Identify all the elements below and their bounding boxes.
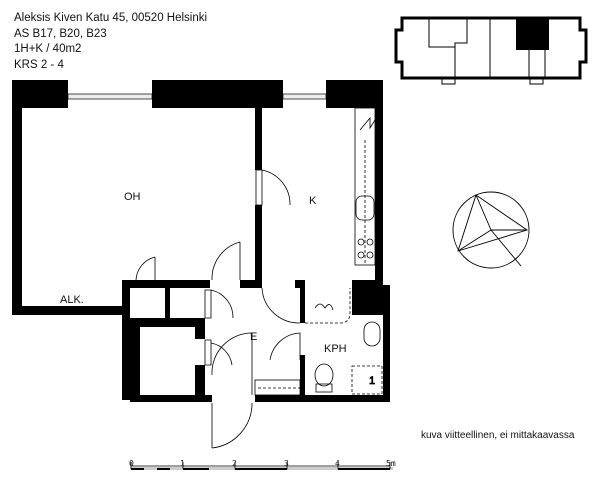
scale-bar: 0 1 2 3 4 5m: [129, 459, 396, 470]
bathroom-fixtures: 1: [305, 288, 383, 395]
key-plan: [394, 16, 588, 85]
room-label-entrance: E: [250, 331, 257, 343]
apartment-numbers: AS B17, B20, B23: [14, 27, 107, 40]
kitchen-door: [255, 169, 291, 206]
living-door: [211, 241, 241, 281]
scale-label-1: 1: [180, 459, 185, 468]
scale-label-0: 0: [129, 459, 134, 468]
address: Aleksis Kiven Katu 45, 00520 Helsinki: [14, 12, 208, 24]
shower-marker: 1: [369, 375, 375, 387]
apartment-info: Aleksis Kiven Katu 45, 00520 Helsinki AS…: [14, 11, 207, 73]
windows: [67, 93, 327, 100]
sink-icon: [355, 195, 375, 221]
room-label-kitchen: K: [309, 195, 317, 207]
kitchen-counter: [354, 107, 376, 266]
walls: [12, 80, 390, 402]
scale-label-5: 5m: [386, 459, 396, 468]
closet-door: [135, 256, 156, 281]
compass-icon: [452, 191, 530, 269]
shower-icon: [314, 303, 334, 311]
room-label-living: OH: [124, 191, 141, 203]
room-label-bathroom: KPH: [324, 343, 347, 355]
bath-door: [261, 287, 301, 324]
scale-label-2: 2: [232, 459, 237, 468]
scale-label-3: 3: [284, 459, 289, 468]
type-size: 1H+K / 40m2: [14, 43, 82, 55]
toilet-icon: [314, 363, 334, 387]
entrance-door: [211, 402, 253, 449]
doors: [135, 169, 301, 449]
washbasin-icon: [363, 321, 381, 347]
room-label-alcove: ALK.: [60, 294, 84, 306]
scale-label-4: 4: [335, 459, 340, 468]
highlighted-apartment: [516, 18, 549, 50]
floors: KRS 2 - 4: [14, 58, 64, 71]
disclaimer-note: kuva viitteellinen, ei mittakaavassa: [421, 430, 575, 441]
